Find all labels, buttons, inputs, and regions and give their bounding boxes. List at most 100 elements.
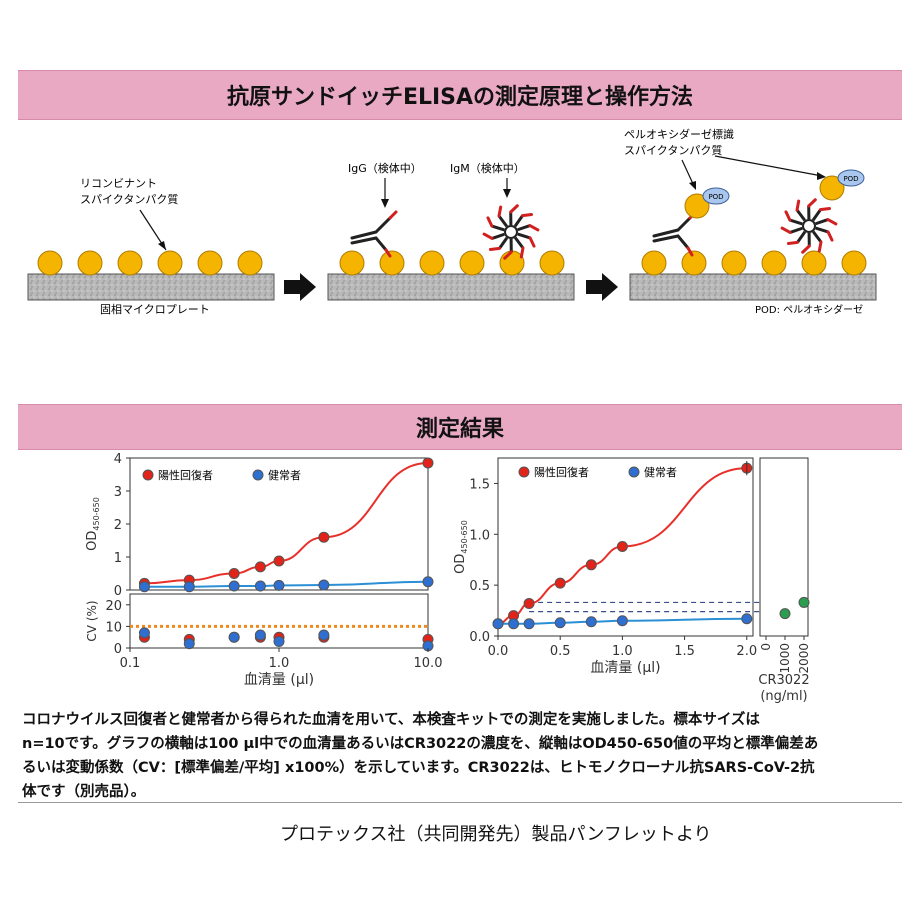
igm-label: IgM（検体中）: [450, 161, 525, 175]
igm-tip: [786, 240, 799, 246]
caption-line: 体です（別売品）。: [22, 784, 146, 800]
spike-bead: [157, 250, 183, 276]
spike-bead: [197, 250, 223, 276]
results-caption: コロナウイルス回復者と健常者から得られた血清を用いて、本検査キットでの測定を実施…: [22, 708, 892, 804]
x-tick-label: 1.5: [674, 644, 695, 659]
y-tick-label: 0: [114, 642, 122, 657]
spike-bead: [459, 250, 485, 276]
igm-arm: [497, 215, 509, 228]
legend-marker: [518, 466, 530, 478]
data-point: [254, 629, 266, 641]
pod-legend: POD: ペルオキシダーゼ: [755, 303, 863, 316]
igm-tip: [488, 246, 501, 252]
y-tick-label: 10: [105, 620, 122, 635]
y-tick-label: 1.5: [469, 477, 490, 492]
x-tick-label: 1.0: [269, 656, 290, 671]
spike-bead: [419, 250, 445, 276]
igm-tip: [486, 216, 494, 228]
x-tick-label: 0.5: [550, 644, 571, 659]
igg-antibody-icon: [350, 210, 398, 258]
igm-tip: [817, 240, 823, 253]
microplate-2: [327, 273, 575, 301]
pod-badge-icon: [702, 187, 730, 205]
legend-label: 健常者: [644, 466, 677, 479]
plate-label: 固相マイクロプレート: [100, 303, 210, 316]
igm-tip: [819, 206, 832, 212]
principle-diagram: リコンビナント スパイクタンパク質 固相マイクロプレート IgG（検体中） Ig…: [27, 127, 877, 316]
caption-line: n=10です。グラフの横軸は100 µl中での血清量あるいはCR3022の濃度を…: [22, 736, 819, 752]
spike-bead: [841, 250, 867, 276]
data-point: [616, 540, 628, 552]
principle-title-band: 抗原サンドイッチELISAの測定原理と操作方法: [18, 70, 902, 120]
igm-arm: [811, 230, 823, 243]
x-axis-label: 血清量 (µl): [244, 672, 314, 688]
igm-arm: [513, 236, 525, 249]
pod-label-line2: スパイクタンパク質: [624, 143, 722, 157]
y-tick-label: 3: [114, 485, 122, 500]
legend-marker: [252, 469, 264, 481]
igm-tip: [519, 246, 525, 259]
y-axis-label: OD450-650: [85, 497, 101, 551]
y-tick-label: 0: [114, 584, 122, 599]
igm-tip: [509, 204, 519, 214]
data-point: [508, 618, 520, 630]
spike-bead: [539, 250, 565, 276]
spike-bead: [681, 250, 707, 276]
data-point: [228, 568, 240, 579]
data-point: [138, 627, 150, 639]
data-point: [523, 597, 535, 609]
igm-arm: [498, 236, 509, 250]
results-title-band: 測定結果: [18, 404, 902, 450]
x-tick-label: 0.1: [120, 656, 141, 671]
data-point: [273, 636, 285, 648]
legend-label: 健常者: [268, 469, 301, 482]
source-credit: プロテックス社（共同開発先）製品パンフレットより: [280, 824, 712, 845]
igm-tip: [528, 236, 536, 248]
data-point: [585, 616, 597, 628]
legend-marker: [142, 469, 154, 481]
spike-bead: [379, 250, 405, 276]
data-point: [183, 638, 195, 650]
spike-bead: [237, 250, 263, 276]
spike-bead: [37, 250, 63, 276]
igm-tip: [784, 210, 792, 222]
y-tick-label: 4: [114, 452, 122, 467]
arrow-right-icon: [586, 273, 618, 301]
data-point: [138, 581, 150, 593]
data-point: [422, 576, 434, 588]
y-tick-label: 0.0: [469, 630, 490, 645]
spike-bead: [641, 250, 667, 276]
data-point: [318, 579, 330, 591]
x-tick-label: 0: [759, 643, 773, 651]
y-tick-label: 1.0: [469, 528, 490, 543]
igm-tip: [503, 250, 513, 260]
data-point: [273, 555, 285, 567]
igm-arm: [789, 226, 803, 234]
pointer-line: [681, 159, 695, 187]
y-axis-subscript: 450-650: [460, 520, 469, 553]
spike-bead: [77, 250, 103, 276]
igm-arm: [789, 218, 803, 226]
y-axis-label: OD450-650: [453, 520, 469, 574]
y-tick-label: 2: [114, 518, 122, 533]
caption-line: コロナウイルス回復者と健常者から得られた血清を用いて、本検査キットでの測定を実施…: [22, 712, 760, 728]
caption-line: るいは変動係数（CV：[標準偏差/平均] x100%）を示しています。CR302…: [22, 760, 815, 776]
igg-label: IgG（検体中）: [348, 161, 422, 175]
data-point: [318, 629, 330, 641]
pod-label-line1: ペルオキシダーゼ標識: [624, 127, 734, 141]
data-point: [183, 581, 195, 593]
igm-arm: [517, 232, 531, 240]
data-point: [254, 561, 266, 573]
igm-tip: [801, 244, 811, 254]
x-tick-label: 2000: [797, 643, 811, 674]
y-tick-label: 1: [114, 551, 122, 566]
cr3022-plot-frame: [759, 457, 809, 637]
x-tick-label: 1.0: [612, 644, 633, 659]
results-title: 測定結果: [415, 417, 504, 442]
spike-bead: [801, 250, 827, 276]
x-tick-label: 10.0: [414, 656, 443, 671]
y-axis-subscript: 450-650: [92, 497, 101, 530]
x-axis-label: CR3022: [758, 673, 809, 688]
spike-bead: [339, 250, 365, 276]
igm-arm: [517, 224, 531, 232]
